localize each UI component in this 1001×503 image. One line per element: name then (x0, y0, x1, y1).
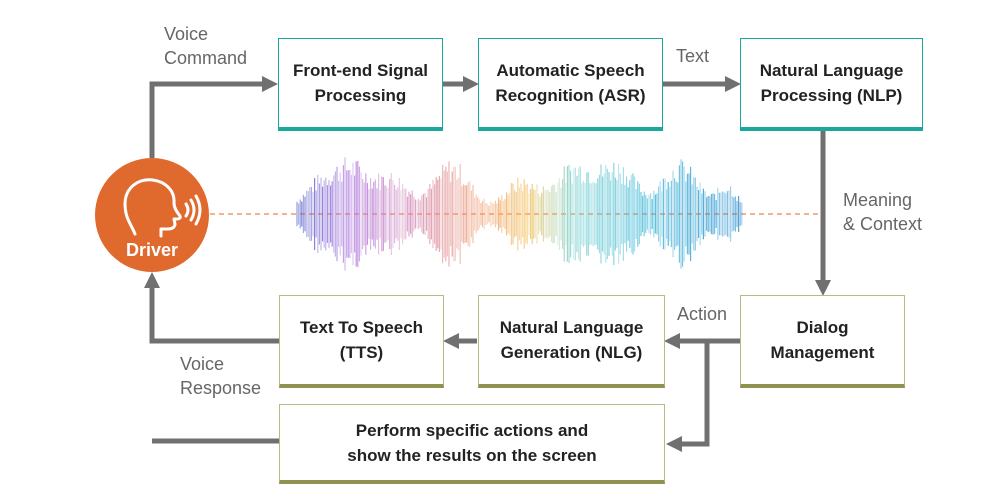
driver-label: Driver (125, 240, 179, 260)
arrowhead-driver (144, 272, 160, 288)
arrow-branch-to-perform (680, 341, 710, 447)
arrow-tts-to-driver (149, 285, 279, 344)
node-asr: Automatic Speech Recognition (ASR) (478, 38, 663, 131)
node-nlg: Natural Language Generation (NLG) (478, 295, 665, 388)
node-perform-actions: Perform specific actions and show the re… (279, 404, 665, 484)
driver-node: Driver (95, 158, 209, 272)
arrowhead-asr (463, 76, 479, 92)
arrow-driver-to-frontend (149, 81, 264, 158)
arrowhead-nlp (725, 76, 741, 92)
label-text: Text (676, 46, 710, 66)
arrowhead-perform (666, 436, 682, 452)
node-frontend-signal-processing: Front-end Signal Processing (278, 38, 443, 131)
label-meaning-context: Meaning & Context (843, 190, 923, 234)
label-voice-command: Voice Command (164, 24, 248, 68)
head-speaking-icon (123, 178, 202, 238)
arrowhead-nlg (664, 333, 680, 349)
arrowhead-tts (443, 333, 459, 349)
label-action: Action (677, 304, 728, 324)
arrowhead-dialog (815, 280, 831, 296)
label-voice-response: Voice Response (180, 354, 262, 398)
arrow-heads (144, 76, 831, 452)
arrowhead-frontend (262, 76, 278, 92)
node-nlp: Natural Language Processing (NLP) (740, 38, 923, 131)
sound-waveform (296, 157, 743, 271)
connector-lines (149, 81, 826, 447)
node-tts: Text To Speech (TTS) (279, 295, 444, 388)
node-dialog-management: Dialog Management (740, 295, 905, 388)
